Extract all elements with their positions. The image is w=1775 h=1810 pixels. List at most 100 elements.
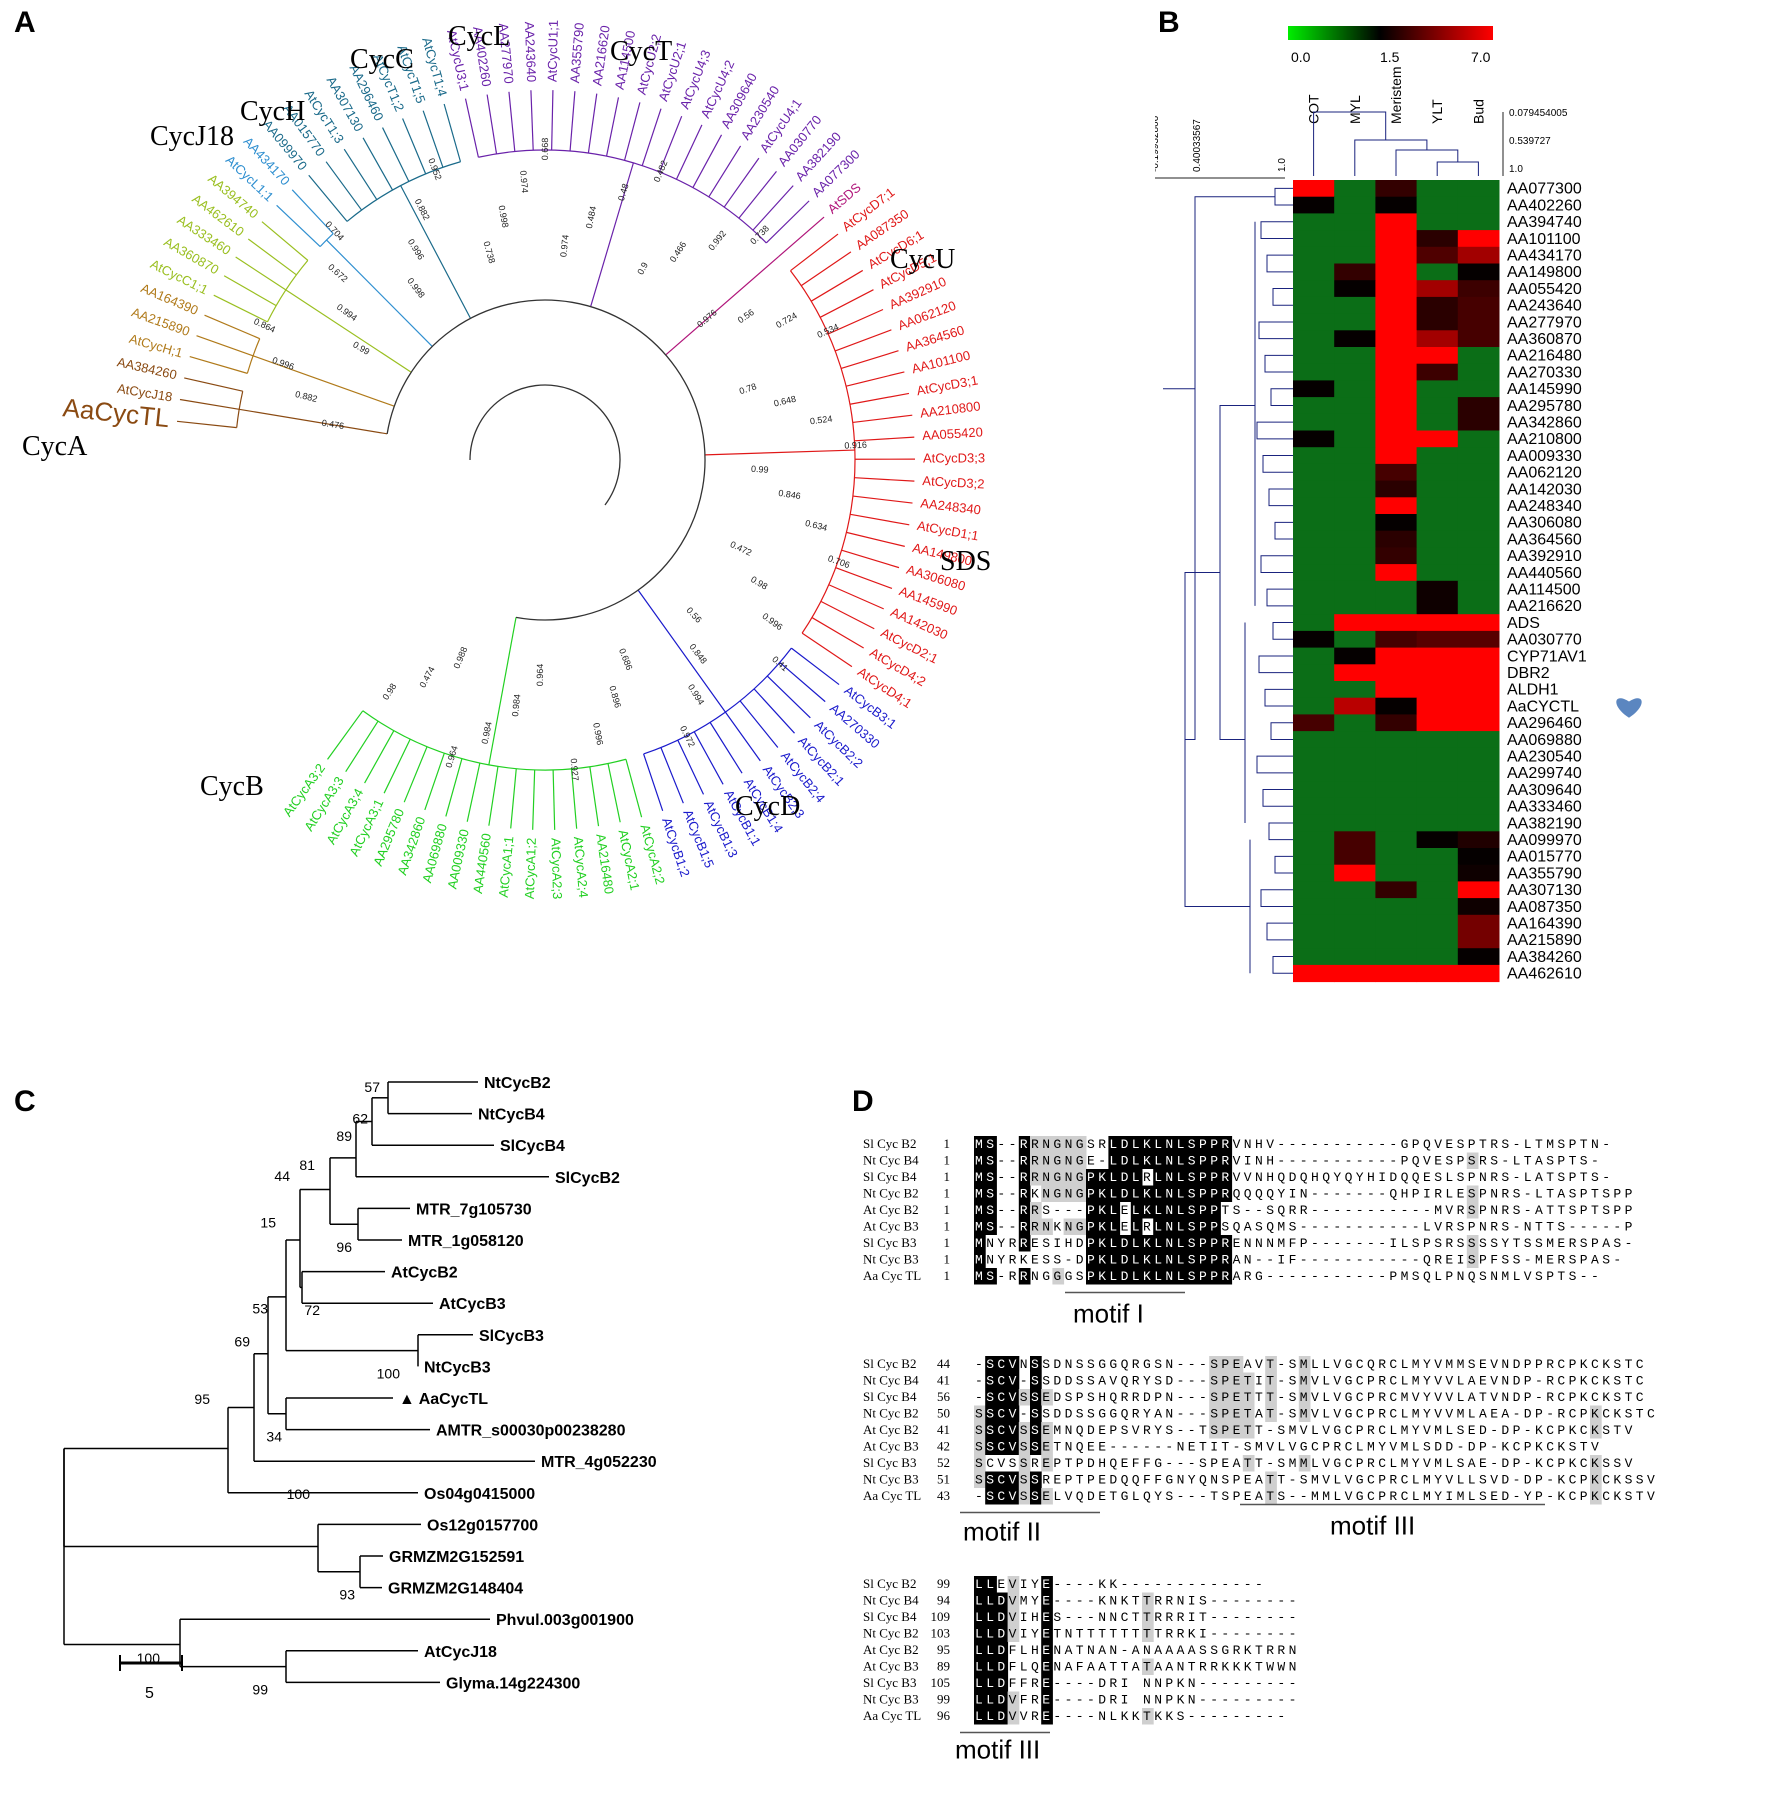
residue: Y: [1031, 1594, 1039, 1609]
residue: L: [975, 1676, 983, 1691]
residue: V: [1333, 1357, 1341, 1372]
residue: V: [1647, 1473, 1655, 1488]
residue: E: [1233, 1390, 1241, 1405]
residue: R: [1031, 1676, 1039, 1691]
residue: N: [1109, 1610, 1117, 1625]
residue: -: [1143, 1440, 1151, 1455]
heatmap-cell: [1293, 631, 1335, 648]
residue: S: [1289, 1407, 1297, 1422]
residue: K: [1132, 1709, 1140, 1724]
residue: V: [1345, 1473, 1353, 1488]
residue: R: [1221, 1253, 1229, 1268]
heatmap-cell: [1375, 514, 1417, 531]
residue: -: [1378, 1220, 1386, 1235]
tree-branch: [346, 721, 378, 772]
branch-support-value: 0.864: [252, 316, 277, 335]
residue: R: [1165, 1594, 1173, 1609]
residue: N: [1177, 1473, 1185, 1488]
residue: P: [1221, 1407, 1229, 1422]
residue: -: [1333, 1137, 1341, 1152]
row-tree-tick: 0.40033567: [1192, 119, 1203, 172]
residue: R: [1367, 1456, 1375, 1471]
residue: C: [1356, 1407, 1364, 1422]
residue: A: [1591, 1253, 1599, 1268]
residue: -: [1210, 1594, 1218, 1609]
residue: S: [1513, 1187, 1521, 1202]
residue: N: [1042, 1220, 1050, 1235]
row-label: AA277970: [1507, 314, 1582, 331]
residue: N: [1165, 1220, 1173, 1235]
residue: -: [1277, 1154, 1285, 1169]
tree-branch: [552, 90, 553, 150]
residue: K: [1244, 1643, 1252, 1658]
residue: Q: [1423, 1137, 1431, 1152]
clade-label: CycC: [350, 44, 414, 75]
heatmap-cell: [1458, 497, 1500, 514]
residue: -: [1132, 1577, 1140, 1592]
residue: -: [1412, 1220, 1420, 1235]
residue: S: [1535, 1269, 1543, 1284]
residue: L: [1356, 1440, 1364, 1455]
residue: E: [1087, 1154, 1095, 1169]
residue: -: [1389, 1220, 1397, 1235]
residue: N: [1501, 1374, 1509, 1389]
residue: P: [1210, 1253, 1218, 1268]
residue: C: [1401, 1489, 1409, 1504]
row-label: ALDH1: [1507, 682, 1559, 699]
residue: P: [1210, 1203, 1218, 1218]
residue: P: [1221, 1390, 1229, 1405]
residue: L: [1109, 1187, 1117, 1202]
residue: T: [1199, 1440, 1207, 1455]
branch-support-value: 0.98: [749, 574, 769, 592]
leaf-label: AA355790: [567, 22, 587, 84]
heatmap-cell: [1417, 664, 1459, 681]
residue: P: [1087, 1253, 1095, 1268]
residue: -: [1311, 1236, 1319, 1251]
residue: N: [1490, 1187, 1498, 1202]
residue: D: [1053, 1357, 1061, 1372]
dendro-link: [1265, 355, 1293, 372]
heatmap-cell: [1293, 765, 1335, 782]
residue: S: [1513, 1253, 1521, 1268]
residue: C: [1389, 1357, 1397, 1372]
branch-support-value: 0.882: [413, 197, 432, 222]
residue: -: [1401, 1253, 1409, 1268]
residue: S: [975, 1473, 983, 1488]
row-label: AA402260: [1507, 197, 1582, 214]
residue: E: [1042, 1660, 1050, 1675]
residue: Y: [1524, 1489, 1532, 1504]
residue: P: [1535, 1473, 1543, 1488]
residue: K: [1613, 1489, 1621, 1504]
residue: -: [1389, 1253, 1397, 1268]
residue: -: [1367, 1154, 1375, 1169]
residue: -: [997, 1220, 1005, 1235]
residue: -: [1221, 1709, 1229, 1724]
heatmap-cell: [1458, 314, 1500, 331]
residue: S: [1076, 1269, 1084, 1284]
heatmap-cell: [1417, 898, 1459, 915]
residue: M: [1311, 1473, 1319, 1488]
residue: S: [1490, 1236, 1498, 1251]
residue: C: [1602, 1473, 1610, 1488]
residue: P: [1221, 1357, 1229, 1372]
residue: Q: [1109, 1456, 1117, 1471]
leaf-label: MTR_7g105730: [416, 1201, 532, 1218]
residue: S: [1479, 1473, 1487, 1488]
heatmap-cell: [1458, 815, 1500, 832]
sequence-start: 109: [931, 1609, 951, 1624]
heatmap-cell: [1417, 380, 1459, 397]
residue: -: [1423, 1203, 1431, 1218]
heatmap-cell: [1293, 614, 1335, 631]
residue: L: [1322, 1374, 1330, 1389]
branch-support-value: 0.524: [809, 413, 833, 426]
residue: M: [1311, 1489, 1319, 1504]
dendro-link: [1263, 790, 1293, 807]
residue: P: [1378, 1473, 1386, 1488]
leaf-label: NtCycB2: [484, 1075, 551, 1092]
residue: -: [1524, 1187, 1532, 1202]
residue: R: [1210, 1660, 1218, 1675]
residue: P: [1210, 1220, 1218, 1235]
residue: D: [1053, 1374, 1061, 1389]
residue: Y: [997, 1236, 1005, 1251]
residue: N: [1143, 1643, 1151, 1658]
